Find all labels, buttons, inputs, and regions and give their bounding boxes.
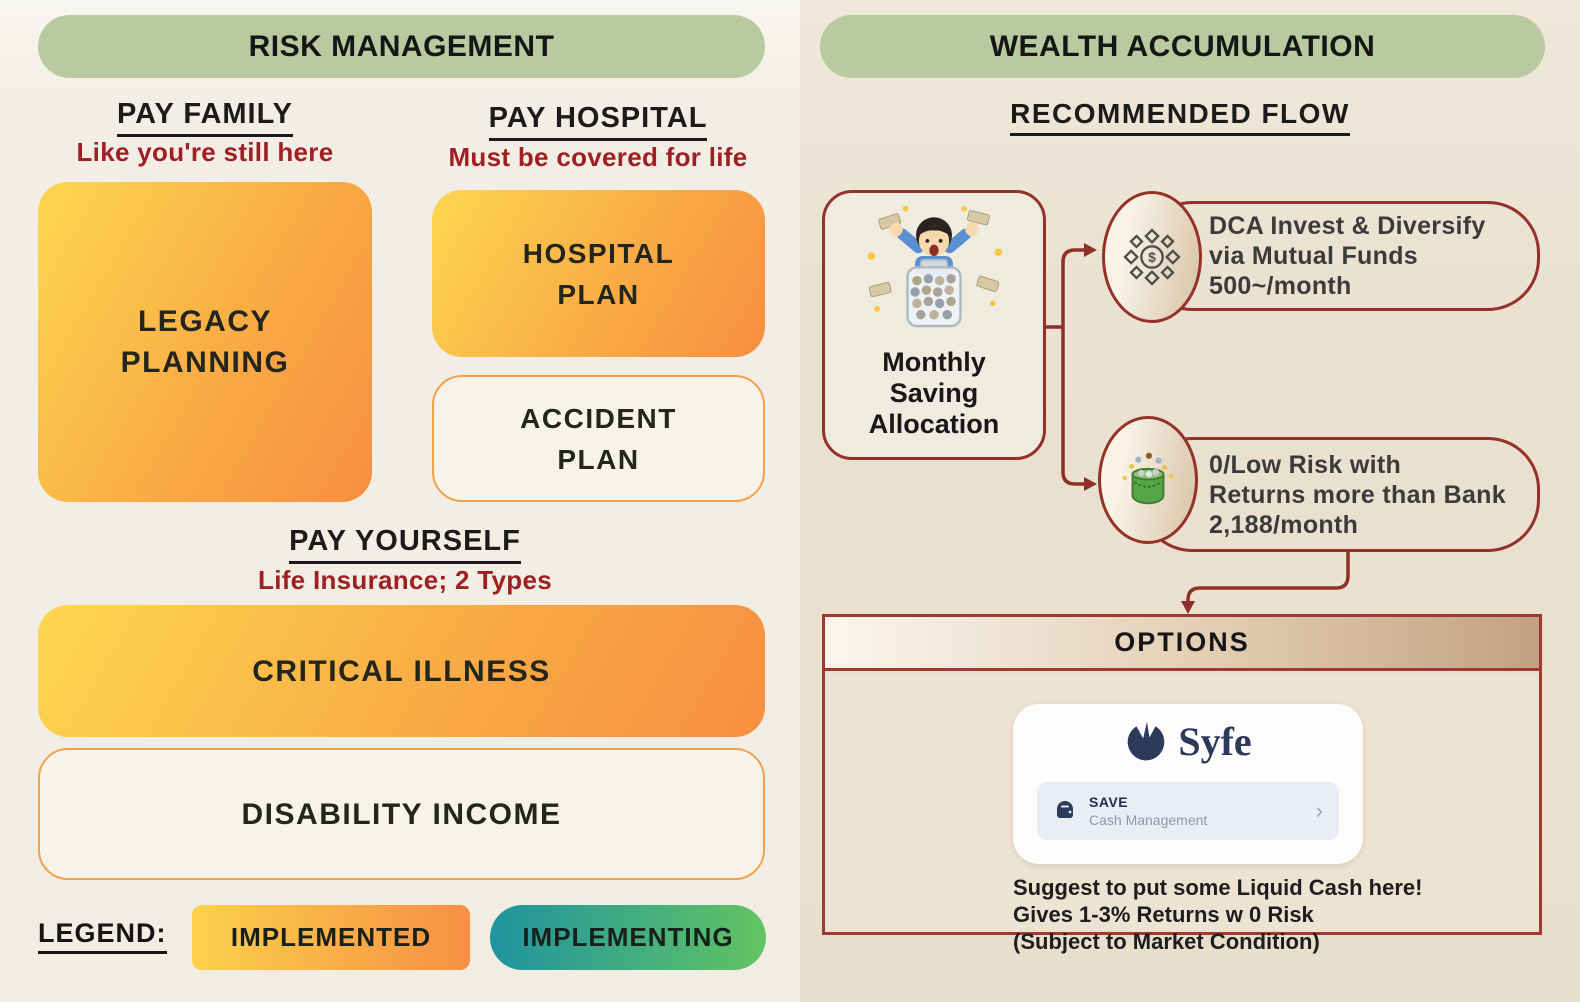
- person-arms: [889, 222, 979, 254]
- coin-jar: [906, 258, 962, 328]
- floating-coins: [1122, 452, 1174, 481]
- pay-yourself-subtitle: Life Insurance; 2 Types: [258, 565, 552, 595]
- options-header: OPTIONS: [825, 617, 1539, 671]
- legacy-planning-box: LEGACY PLANNING: [38, 182, 372, 502]
- dollar-mandala-icon: $: [1123, 228, 1181, 286]
- save-row-title: SAVE: [1089, 794, 1129, 810]
- syfe-logo: Syfe: [1013, 718, 1363, 765]
- pay-hospital-heading: PAY HOSPITAL: [448, 102, 748, 141]
- monthly-saving-allocation-label: Monthly Saving Allocation: [868, 347, 1000, 439]
- options-note: Suggest to put some Liquid Cash here! Gi…: [1013, 875, 1423, 954]
- pay-family-heading: PAY FAMILY: [55, 98, 355, 137]
- pay-family-subtitle: Like you're still here: [76, 137, 334, 167]
- cash-bucket-node: [1098, 416, 1198, 544]
- save-row-subtitle: Cash Management: [1089, 812, 1208, 828]
- savings-jar-illustration: [867, 205, 1003, 328]
- risk-management-header: RISK MANAGEMENT: [38, 15, 765, 78]
- pay-hospital-subtitle: Must be covered for life: [448, 142, 748, 172]
- legend-label: LEGEND:: [38, 918, 167, 954]
- save-row-texts: SAVE Cash Management: [1089, 794, 1207, 828]
- options-box: OPTIONS Syfe: [822, 614, 1542, 954]
- arrowhead-right-top: [1084, 243, 1097, 257]
- chevron-right-icon: ›: [1315, 798, 1323, 823]
- person-head: [916, 217, 952, 257]
- hospital-plan-box: HOSPITAL PLAN: [432, 190, 765, 357]
- syfe-compass-icon: [1127, 721, 1165, 761]
- disability-income-box: DISABILITY INCOME: [38, 748, 765, 880]
- coin-bucket-icon: [1122, 452, 1174, 505]
- mutual-funds-node: $: [1102, 191, 1202, 323]
- pay-yourself-heading: PAY YOURSELF: [255, 525, 555, 564]
- options-connector: [1181, 552, 1350, 614]
- risk-management-title: RISK MANAGEMENT: [248, 29, 555, 63]
- save-piggy-icon: [1057, 801, 1073, 818]
- options-title: OPTIONS: [1114, 627, 1250, 657]
- syfe-brand-name: Syfe: [1178, 719, 1252, 764]
- arrowhead-right-bottom: [1084, 477, 1097, 491]
- disability-income-label: DISABILITY INCOME: [241, 797, 562, 831]
- hospital-plan-label: HOSPITAL PLAN: [522, 237, 675, 310]
- accident-plan-label: ACCIDENT PLAN: [520, 402, 677, 475]
- critical-illness-label: CRITICAL ILLNESS: [252, 654, 551, 688]
- critical-illness-box: CRITICAL ILLNESS: [38, 605, 765, 737]
- legend-implementing-chip: IMPLEMENTING: [490, 905, 766, 970]
- options-body: Syfe SAVE Cash Management › Sugge: [825, 674, 1539, 954]
- monthly-saving-allocation-box: Monthly Saving Allocation: [822, 190, 1046, 460]
- bucket: [1131, 467, 1165, 505]
- recommended-flow-heading: RECOMMENDED FLOW: [920, 98, 1440, 136]
- wealth-accumulation-title: WEALTH ACCUMULATION: [989, 29, 1376, 63]
- arrowhead-down: [1181, 601, 1195, 614]
- syfe-card: Syfe SAVE Cash Management ›: [1013, 704, 1363, 864]
- legacy-planning-label: LEGACY PLANNING: [120, 305, 290, 379]
- sparkle-icon: [867, 205, 1003, 312]
- accident-plan-box: ACCIDENT PLAN: [432, 375, 765, 502]
- flow-branch-connector: [1044, 243, 1097, 491]
- low-risk-pill: 0/Low Risk with Returns more than Bank 2…: [1140, 437, 1540, 552]
- wealth-accumulation-header: WEALTH ACCUMULATION: [820, 15, 1545, 78]
- legend-implemented-chip: IMPLEMENTED: [192, 905, 470, 970]
- svg-text:$: $: [1148, 250, 1156, 265]
- syfe-save-row: SAVE Cash Management ›: [1037, 782, 1339, 840]
